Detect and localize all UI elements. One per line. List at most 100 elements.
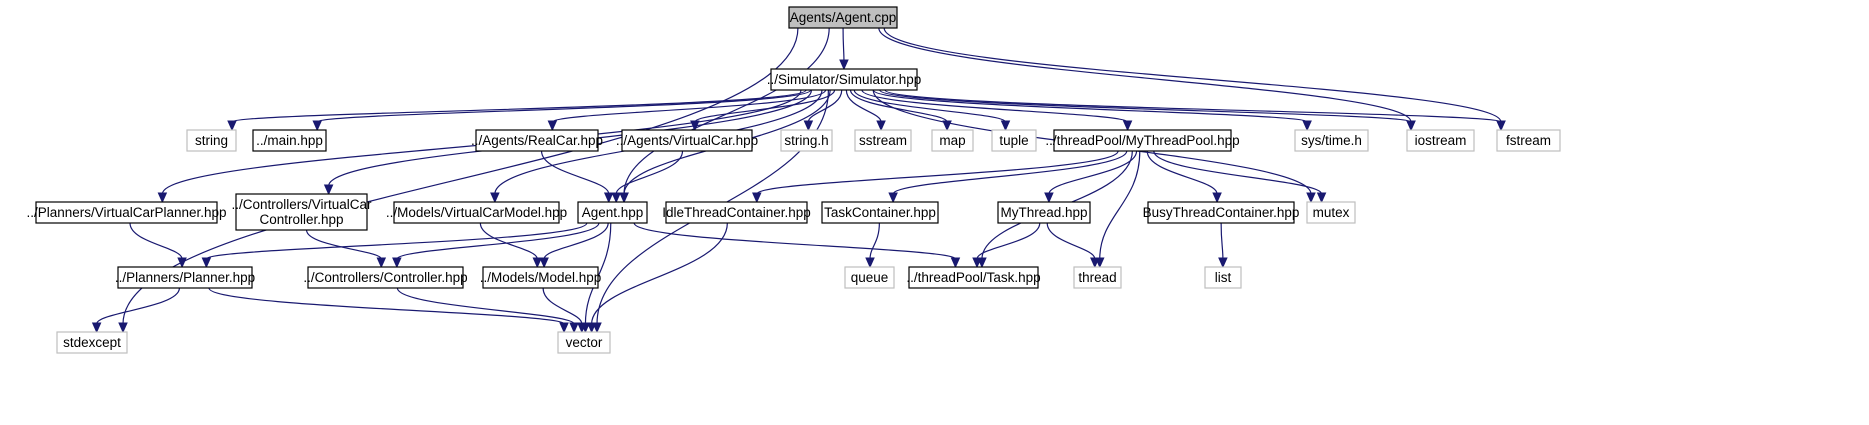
node-planner[interactable]: ../Planners/Planner.hpp <box>115 266 255 289</box>
node-box-list <box>1204 266 1242 289</box>
node-label-simulator: ../Simulator/Simulator.hpp <box>767 72 922 87</box>
node-agent_hpp[interactable]: Agent.hpp <box>577 201 648 224</box>
node-label-taskcontainer: TaskContainer.hpp <box>824 205 936 220</box>
node-label-virtualcar: ../Agents/VirtualCar.hpp <box>616 133 758 148</box>
node-label-busy: BusyThreadContainer.hpp <box>1143 205 1300 220</box>
edge-mythread-to-task <box>976 222 1041 260</box>
node-box-busy <box>1147 201 1295 224</box>
node-idle[interactable]: IdleThreadContainer.hpp <box>662 201 811 224</box>
node-string_h: string.h <box>780 129 833 152</box>
edge-agent_hpp-to-model <box>543 222 609 260</box>
node-busy[interactable]: BusyThreadContainer.hpp <box>1143 201 1300 224</box>
edge-planner-to-vector <box>208 287 565 325</box>
arrowhead-vcplanner-to-planner <box>177 257 187 269</box>
node-box-planner <box>117 266 253 289</box>
node-task[interactable]: ../threadPool/Task.hpp <box>906 266 1041 289</box>
arrowhead-taskcontainer-to-queue <box>865 257 875 269</box>
node-mythread[interactable]: MyThread.hpp <box>997 201 1091 224</box>
arrowhead-simulator-to-string <box>227 120 237 132</box>
edge-virtualcar-to-agent_hpp <box>615 150 684 195</box>
node-label-thread: thread <box>1078 270 1116 285</box>
node-box-idle <box>665 201 808 224</box>
node-simulator[interactable]: ../Simulator/Simulator.hpp <box>767 68 922 91</box>
node-box-iostream <box>1406 129 1475 152</box>
node-controller[interactable]: ../Controllers/Controller.hpp <box>303 266 468 289</box>
edge-simulator-to-string_h <box>807 89 843 123</box>
nodes-layer: Agents/Agent.cpp ../Simulator/Simulator.h… <box>26 6 1561 354</box>
node-box-queue <box>844 266 895 289</box>
node-main[interactable]: ../main.hpp <box>252 129 327 152</box>
edges-layer <box>91 27 1506 334</box>
edge-mythreadpool-to-thread <box>1099 150 1141 260</box>
node-realcar[interactable]: ../Agents/RealCar.hpp <box>471 129 603 152</box>
node-label-vector: vector <box>566 335 603 350</box>
arrowhead-mythreadpool-to-taskcontainer <box>888 192 898 204</box>
node-agent_cpp[interactable]: Agents/Agent.cpp <box>788 6 898 29</box>
arrowhead-planner-to-stdexcept <box>91 322 102 334</box>
node-box-string <box>186 129 237 152</box>
node-box-vcplanner <box>35 201 218 224</box>
node-label-vcplanner: ../Planners/VirtualCarPlanner.hpp <box>26 205 226 220</box>
node-mythreadpool[interactable]: ../threadPool/MyThreadPool.hpp <box>1045 129 1240 152</box>
edge-simulator-to-sstream <box>845 89 882 123</box>
edge-simulator-to-mythreadpool <box>861 89 1129 123</box>
node-label-sstream: sstream <box>859 133 907 148</box>
node-label-realcar: ../Agents/RealCar.hpp <box>471 133 603 148</box>
edge-agent_hpp-to-controller <box>396 222 600 260</box>
edge-mythreadpool-to-busy <box>1146 150 1218 195</box>
arrowhead-idle-to-vector <box>586 322 597 334</box>
node-box-realcar <box>475 129 599 152</box>
node-label-planner: ../Planners/Planner.hpp <box>115 270 255 285</box>
edge-idle-to-vector <box>591 222 728 325</box>
arrowhead-planner-to-vector <box>559 322 569 334</box>
arrowhead-simulator-to-realcar <box>547 120 558 132</box>
node-box-vcmodel <box>393 201 560 224</box>
node-box-map <box>931 129 974 152</box>
node-vector: vector <box>557 331 611 354</box>
edge-mythread-to-thread <box>1046 222 1096 260</box>
arrowhead-simulator-to-string_h <box>803 120 814 132</box>
node-label-controller: ../Controllers/Controller.hpp <box>303 270 467 285</box>
node-box-task <box>908 266 1039 289</box>
node-virtualcar[interactable]: ../Agents/VirtualCar.hpp <box>616 129 758 152</box>
node-box-thread <box>1073 266 1122 289</box>
edge-agent_hpp-to-task <box>633 222 957 260</box>
node-queue: queue <box>844 266 895 289</box>
node-label-systime: sys/time.h <box>1301 133 1362 148</box>
arrowhead-simulator-to-agent_hpp <box>619 192 629 204</box>
arrowhead-mythreadpool-to-busy <box>1212 192 1222 204</box>
node-box-mutex <box>1306 201 1356 224</box>
node-vcmodel[interactable]: ../Models/VirtualCarModel.hpp <box>386 201 567 224</box>
arrowhead-simulator-to-mythreadpool <box>1122 120 1133 132</box>
node-box-virtualcar <box>621 129 753 152</box>
arrowhead-simulator-to-iostream <box>1406 120 1416 132</box>
node-box-model <box>482 266 599 289</box>
node-model[interactable]: ../Models/Model.hpp <box>480 266 602 289</box>
node-label-string: string <box>195 133 228 148</box>
node-box-tuple <box>991 129 1037 152</box>
arrowhead-mythread-to-thread <box>1090 257 1100 269</box>
node-fstream: fstream <box>1496 129 1561 152</box>
node-box-simulator <box>770 68 918 91</box>
edge-simulator-to-virtualcar <box>694 89 836 123</box>
edge-controller-to-vector <box>396 287 575 325</box>
edge-simulator-to-string <box>231 89 807 123</box>
node-box-main <box>252 129 327 152</box>
arrowhead-agent_hpp-to-controller <box>392 257 402 269</box>
edge-vcplanner-to-planner <box>129 222 183 260</box>
node-label-map: map <box>939 133 965 148</box>
node-box-string_h <box>780 129 833 152</box>
node-thread: thread <box>1073 266 1122 289</box>
node-taskcontainer[interactable]: TaskContainer.hpp <box>821 201 939 224</box>
edge-vccontroller-to-controller <box>305 229 382 260</box>
edge-agent_hpp-to-planner <box>205 222 588 260</box>
arrowhead-controller-to-vector <box>569 322 579 334</box>
edge-taskcontainer-to-queue <box>869 222 880 260</box>
node-box-systime <box>1294 129 1369 152</box>
arrowhead-agent_cpp-to-stdexcept <box>118 322 128 334</box>
node-vcplanner[interactable]: ../Planners/VirtualCarPlanner.hpp <box>26 201 227 224</box>
node-label-tuple: tuple <box>999 133 1028 148</box>
arrowhead-simulator-to-main <box>312 120 322 132</box>
